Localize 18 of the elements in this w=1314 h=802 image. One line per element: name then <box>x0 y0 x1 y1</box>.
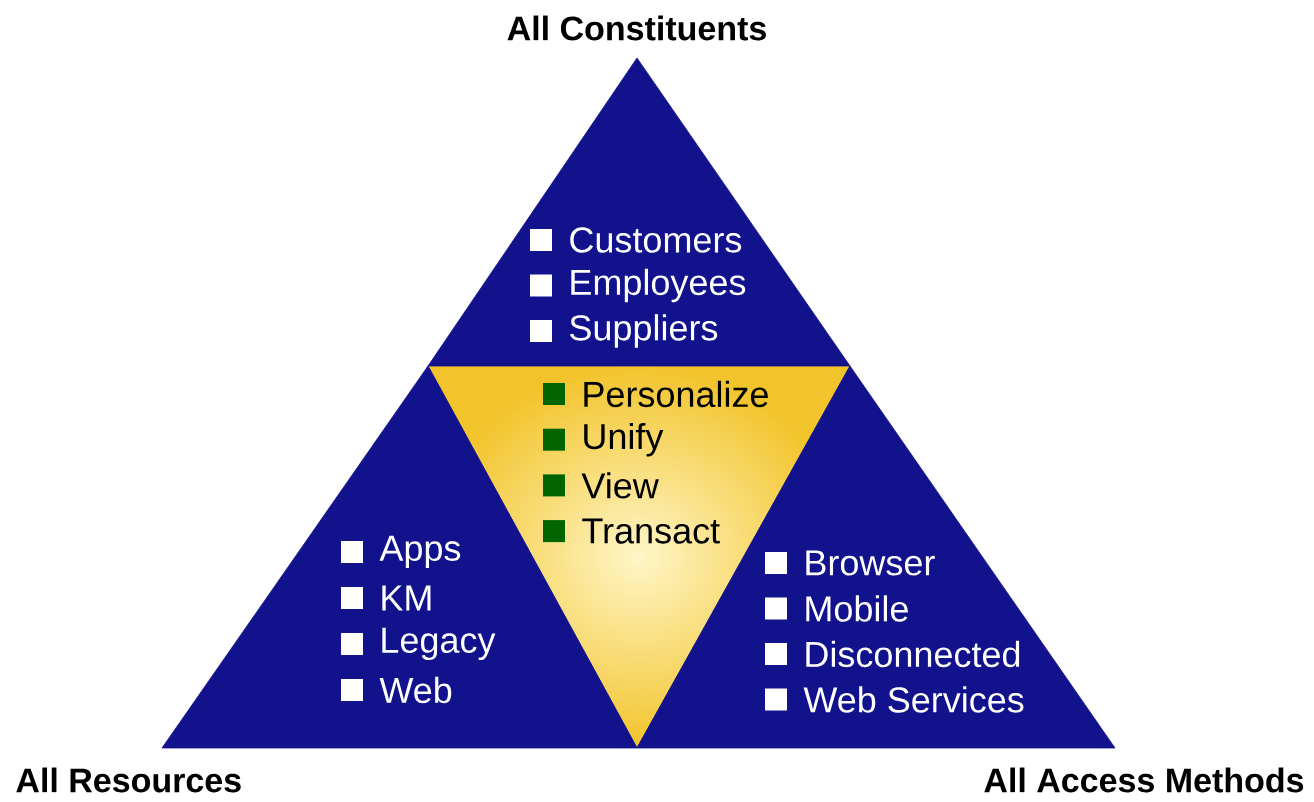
list-item: Customers <box>570 227 742 253</box>
list-item: View <box>581 472 659 499</box>
list-item: Web <box>379 676 452 704</box>
list-item: Employees <box>571 268 746 303</box>
list-item: Apps <box>379 535 461 569</box>
list-item: Transact <box>582 518 720 544</box>
heading: All Resources <box>16 767 241 793</box>
heading: All Access Methods <box>984 767 1304 793</box>
list-item: Personalize <box>584 380 768 408</box>
list-item: Unify <box>584 422 664 457</box>
list-item: Browser <box>806 550 935 576</box>
list-item: Web Services <box>803 686 1024 713</box>
list-item: KM <box>382 585 431 611</box>
heading: All Constituents <box>507 15 766 41</box>
list-item: Mobile <box>806 595 908 622</box>
list-item: Suppliers <box>570 314 718 348</box>
list-item: Disconnected <box>806 640 1020 668</box>
list-item: Legacy <box>382 627 496 661</box>
